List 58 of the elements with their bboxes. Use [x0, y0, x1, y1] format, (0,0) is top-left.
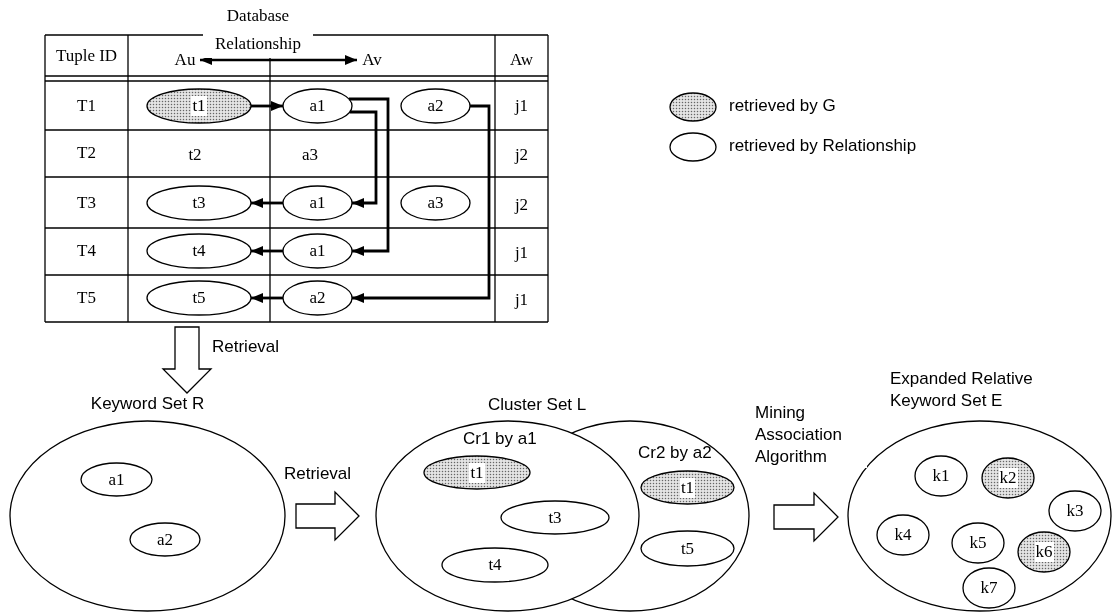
ellipse-node: k3 — [1048, 490, 1102, 532]
ellipse-node: t1 — [640, 470, 735, 505]
ellipse-node: a2 — [129, 522, 201, 557]
table-cell-text: T1 — [76, 95, 97, 117]
ellipse-node: t4 — [146, 233, 252, 269]
cluster-heading: Cr2 by a2 — [638, 442, 713, 464]
ellipse-node: a3 — [400, 185, 471, 221]
table-cell-text: Tuple ID — [54, 45, 119, 67]
table-cell-text: Aw — [509, 49, 534, 71]
ellipse-node: a1 — [282, 88, 353, 124]
ellipse-node: a2 — [282, 280, 353, 316]
table-cell-text: T5 — [76, 287, 97, 309]
set-heading: Keyword Set R — [89, 393, 206, 415]
ellipse-node: a1 — [282, 185, 353, 221]
ellipse-node: k2 — [981, 457, 1035, 499]
arrow — [251, 293, 283, 303]
table-cell-text: j1 — [513, 95, 530, 117]
block-arrow — [295, 490, 360, 542]
table-cell-text: t2 — [187, 144, 203, 166]
ellipse-node: k7 — [962, 567, 1016, 609]
table-cell-text: T4 — [76, 240, 97, 262]
arrow — [349, 110, 378, 208]
arrow — [200, 55, 357, 65]
arrow — [251, 101, 283, 111]
table-cell-text: T3 — [76, 192, 97, 214]
table-cell-text: j2 — [513, 194, 530, 216]
ellipse-node: a1 — [80, 462, 153, 497]
cluster-heading: Cr1 by a1 — [463, 428, 538, 450]
arrow — [348, 97, 390, 256]
block-arrow — [773, 491, 839, 543]
block-arrow — [161, 326, 213, 394]
arrow — [251, 246, 283, 256]
ellipse-node: t1 — [146, 88, 252, 124]
arrow — [352, 104, 491, 303]
ellipse-node: k6 — [1017, 531, 1071, 573]
ellipse-node: t1 — [423, 455, 531, 490]
column-header: Av — [357, 49, 387, 71]
ellipse-node: k4 — [876, 514, 930, 556]
ellipse-node: k5 — [951, 522, 1005, 564]
ellipse-node: t4 — [441, 547, 549, 583]
ellipse-node: a1 — [282, 233, 353, 269]
arrow — [251, 198, 283, 208]
ellipse-node: a2 — [400, 88, 471, 124]
ellipse-node: k1 — [914, 455, 968, 497]
ellipse-node: t3 — [500, 500, 610, 535]
set-heading: Cluster Set L — [488, 394, 588, 416]
table-cell-text: j2 — [513, 144, 530, 166]
set-heading: Expanded Relative Keyword Set E — [890, 368, 1034, 412]
table-cell-text: j1 — [513, 289, 530, 311]
ellipse-node: t3 — [146, 185, 252, 221]
ellipse-node: t5 — [146, 280, 252, 316]
ellipse-node: t5 — [640, 530, 735, 567]
legend-text: retrieved by Relationship — [729, 136, 917, 156]
table-cell-text: j1 — [513, 242, 530, 264]
legend-text: retrieved by G — [729, 96, 836, 116]
table-cell-text: T2 — [76, 142, 97, 164]
column-header: Au — [170, 49, 200, 71]
table-cell-text: a3 — [300, 144, 319, 166]
